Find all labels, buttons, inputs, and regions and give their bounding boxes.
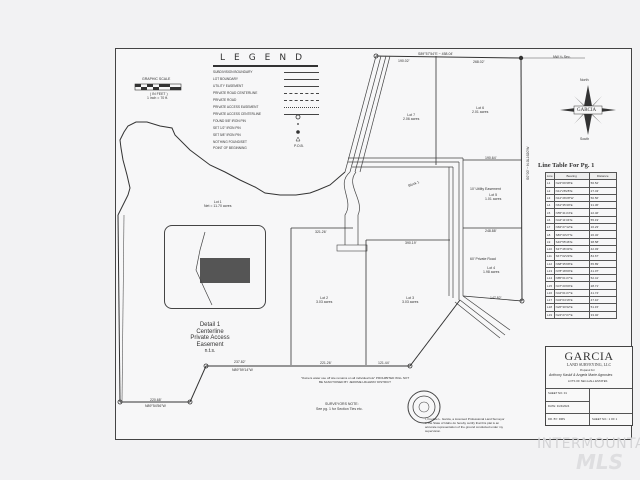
- compass-center-text: GARCIA: [577, 108, 597, 113]
- graphic-scale-note1: ( IN FEET ): [150, 92, 168, 96]
- compass-south-label: South: [580, 137, 590, 141]
- drawn-by: DR. BY: RMS: [548, 417, 565, 421]
- utility-easement-note: 10' Utility Easement: [470, 187, 501, 191]
- left-bottom-bearing: N89°54'56"W: [145, 404, 166, 408]
- detail-1-inset: [164, 225, 266, 309]
- right-side-dim: S0°00' ~ N.0L1620'W: [526, 146, 530, 180]
- plat-date: DATE: 3/24/2024: [548, 404, 570, 408]
- surveyor-seal: [407, 390, 441, 424]
- column-header: Bearing: [553, 171, 590, 181]
- bottom-bearing: N89°59'14"W: [232, 368, 253, 372]
- line-table-title: Line Table For Pg. 1: [538, 162, 595, 169]
- client-name: Anthony Kaskil & Angela Marie Agnostes: [549, 373, 613, 377]
- legend-row: SUBDIVISION BOUNDARY: [213, 70, 319, 76]
- bottom-seg1-dim: 237.82': [234, 360, 246, 364]
- lot4-bottom-dim: 147.82': [490, 296, 502, 300]
- private-road-note: 60' Private Road: [470, 257, 496, 261]
- graphic-scale-bar: [134, 83, 182, 91]
- lot5-top-dim: 190.64': [485, 156, 497, 160]
- surveyors-note-body: See pg. 1 for Section Ties etc.: [316, 407, 363, 411]
- surveyor-certification: I, Freddie L. Garcia, a Licensed Profess…: [425, 417, 505, 433]
- mls-watermark-text: INTERMOUNTAIN: [537, 436, 640, 452]
- title-block: GARCIA LAND SURVEYING, LLC Prepared For …: [545, 346, 633, 426]
- legend-row: POINT OF BEGINNING: [213, 146, 247, 150]
- company-subtitle: LAND SURVEYING, LLC: [566, 362, 612, 367]
- legend-row: LOT BOUNDARY: [213, 77, 319, 83]
- compass-rose-icon: [560, 85, 616, 135]
- graphic-scale-note2: 1 inch = 70 ft.: [147, 96, 169, 100]
- section-tie: NW ¼ Sec.: [553, 55, 571, 59]
- legend-row: PRIVATE ROAD CENTERLINE: [213, 91, 319, 97]
- surveyors-note-title: SURVEYORS NOTE:: [325, 402, 359, 406]
- lot3-top-dim: 390.19': [405, 241, 417, 245]
- pob-symbol: P.O.B.: [294, 144, 304, 148]
- bottom-seg2-dim: 221.26': [320, 361, 332, 365]
- left-bottom-dim: 220.68': [150, 398, 162, 402]
- water-note: "Owners water use off site remains on al…: [300, 376, 410, 384]
- graphic-scale-title: GRAPHIC SCALE: [142, 77, 171, 81]
- legend-row: UTILITY EASEMENT: [213, 84, 319, 90]
- job-number: SHEET NO. 01: [548, 391, 567, 395]
- detail-1-caption: Detail 1 Centerline Private Access Easem…: [190, 322, 230, 354]
- bottom-seg3-dim: 121.44': [378, 361, 390, 365]
- lot5-bottom-dim: 248.88': [485, 229, 497, 233]
- top-boundary-dim: S89°57'54"E ~ 458.04': [418, 52, 454, 56]
- legend-row: SET 5/8" IRON PIN: [213, 133, 241, 137]
- legend-row: PRIVATE ACCESS CENTERLINE: [213, 112, 319, 118]
- company-name: GARCIA: [564, 349, 614, 363]
- legend-row: SET 1/2" IRON PIN: [213, 126, 241, 130]
- legend-row: PRIVATE ACCESS EASEMENT: [213, 105, 319, 111]
- legend-divider: [213, 65, 318, 67]
- legend-row: FOUND 5/8" IRON PIN: [213, 119, 246, 123]
- plat-description: LOTS OF SEC-HALL ESTATES: [568, 379, 608, 383]
- legend-row: PRIVATE ROAD: [213, 98, 319, 104]
- legend-row: NOTHING FOUND/SET: [213, 140, 247, 144]
- mls-watermark-logo: MLS: [576, 450, 624, 474]
- legend-title: LEGEND: [220, 53, 312, 63]
- sheet-number: SHEET NO.: 1 OF 1: [592, 417, 618, 421]
- column-header: Line: [545, 171, 555, 181]
- compass-north-label: North: [580, 78, 589, 82]
- top-seg2-dim: 268.02': [473, 60, 485, 64]
- top-seg1-dim: 190.02': [398, 59, 410, 63]
- lot2-top-dim: 321.26': [315, 230, 327, 234]
- column-header: Distance: [588, 171, 617, 181]
- prepared-for-label: Prepared For: [580, 369, 595, 372]
